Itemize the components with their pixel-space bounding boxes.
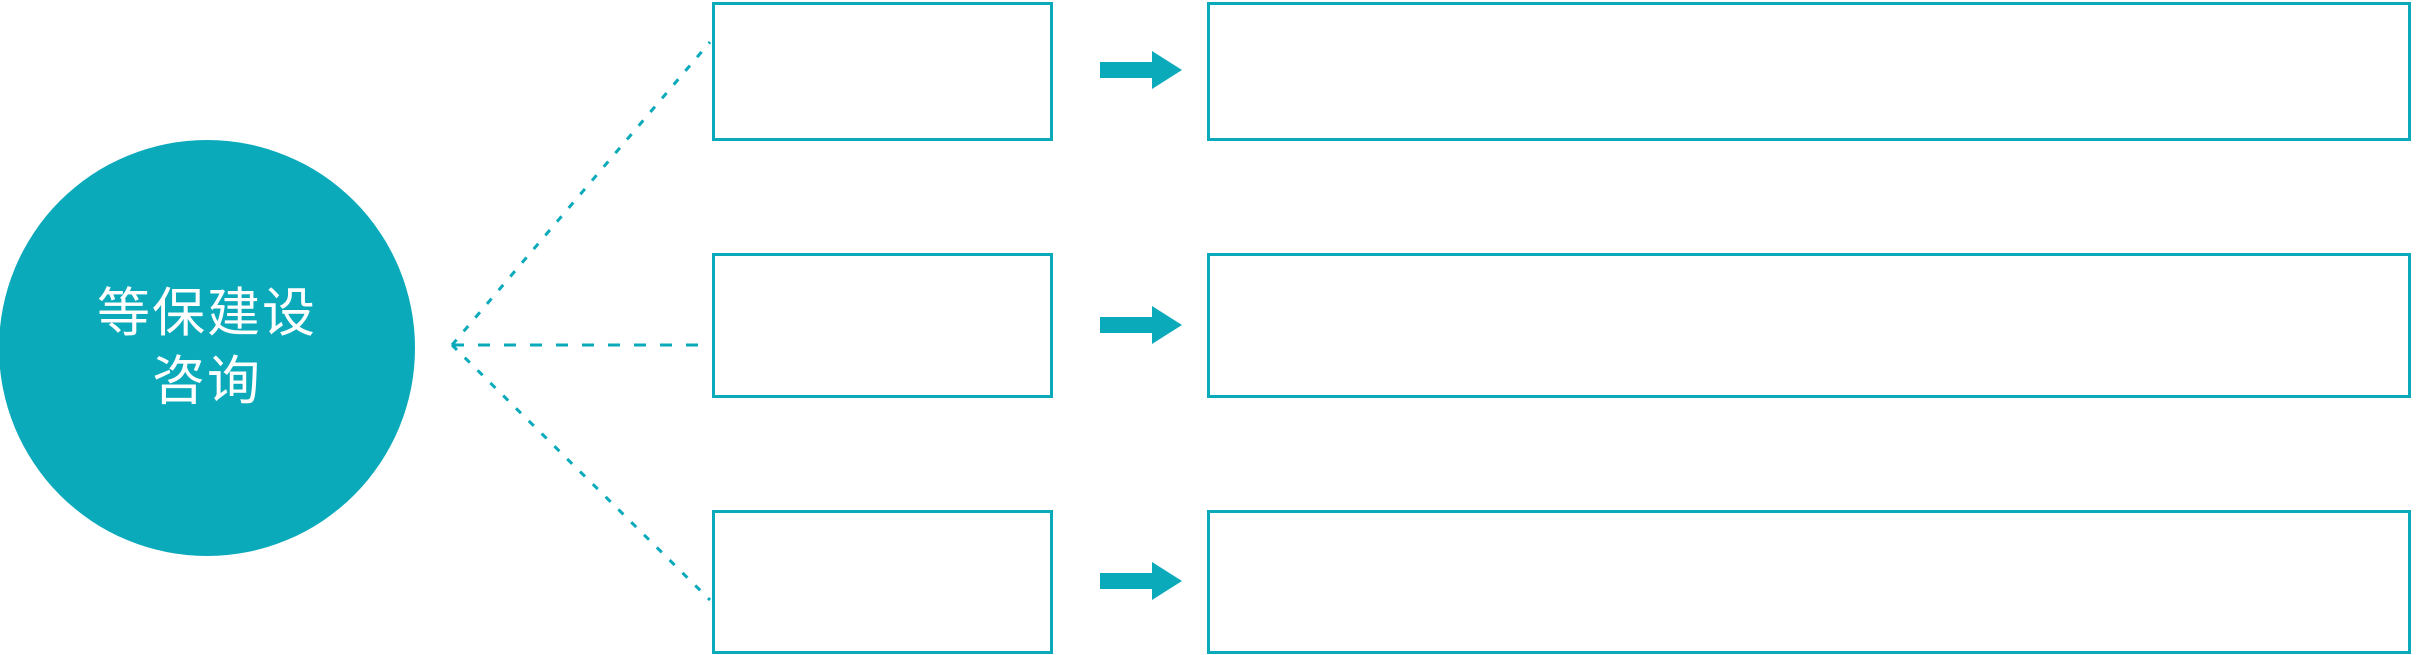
branch-row-1 — [0, 0, 2434, 142]
branch-row-3 — [0, 508, 2434, 655]
branch-2-category-box[interactable] — [712, 253, 1053, 398]
branch-2-detail-box[interactable] — [1207, 253, 2411, 398]
arrow-right-icon-2 — [1100, 306, 1182, 344]
hub-title-line-2: 咨询 — [152, 352, 262, 411]
hub-circle[interactable]: 等保建设 咨询 — [0, 140, 415, 556]
branch-1-category-box[interactable] — [712, 2, 1053, 141]
branch-1-detail-box[interactable] — [1207, 2, 2411, 141]
hub-title-line-1: 等保建设 — [97, 284, 317, 344]
branch-row-2 — [0, 251, 2434, 399]
branch-3-detail-box[interactable] — [1207, 510, 2411, 654]
branch-3-category-box[interactable] — [712, 510, 1053, 654]
arrow-right-icon-3 — [1100, 562, 1182, 600]
arrow-right-icon-1 — [1100, 51, 1182, 89]
